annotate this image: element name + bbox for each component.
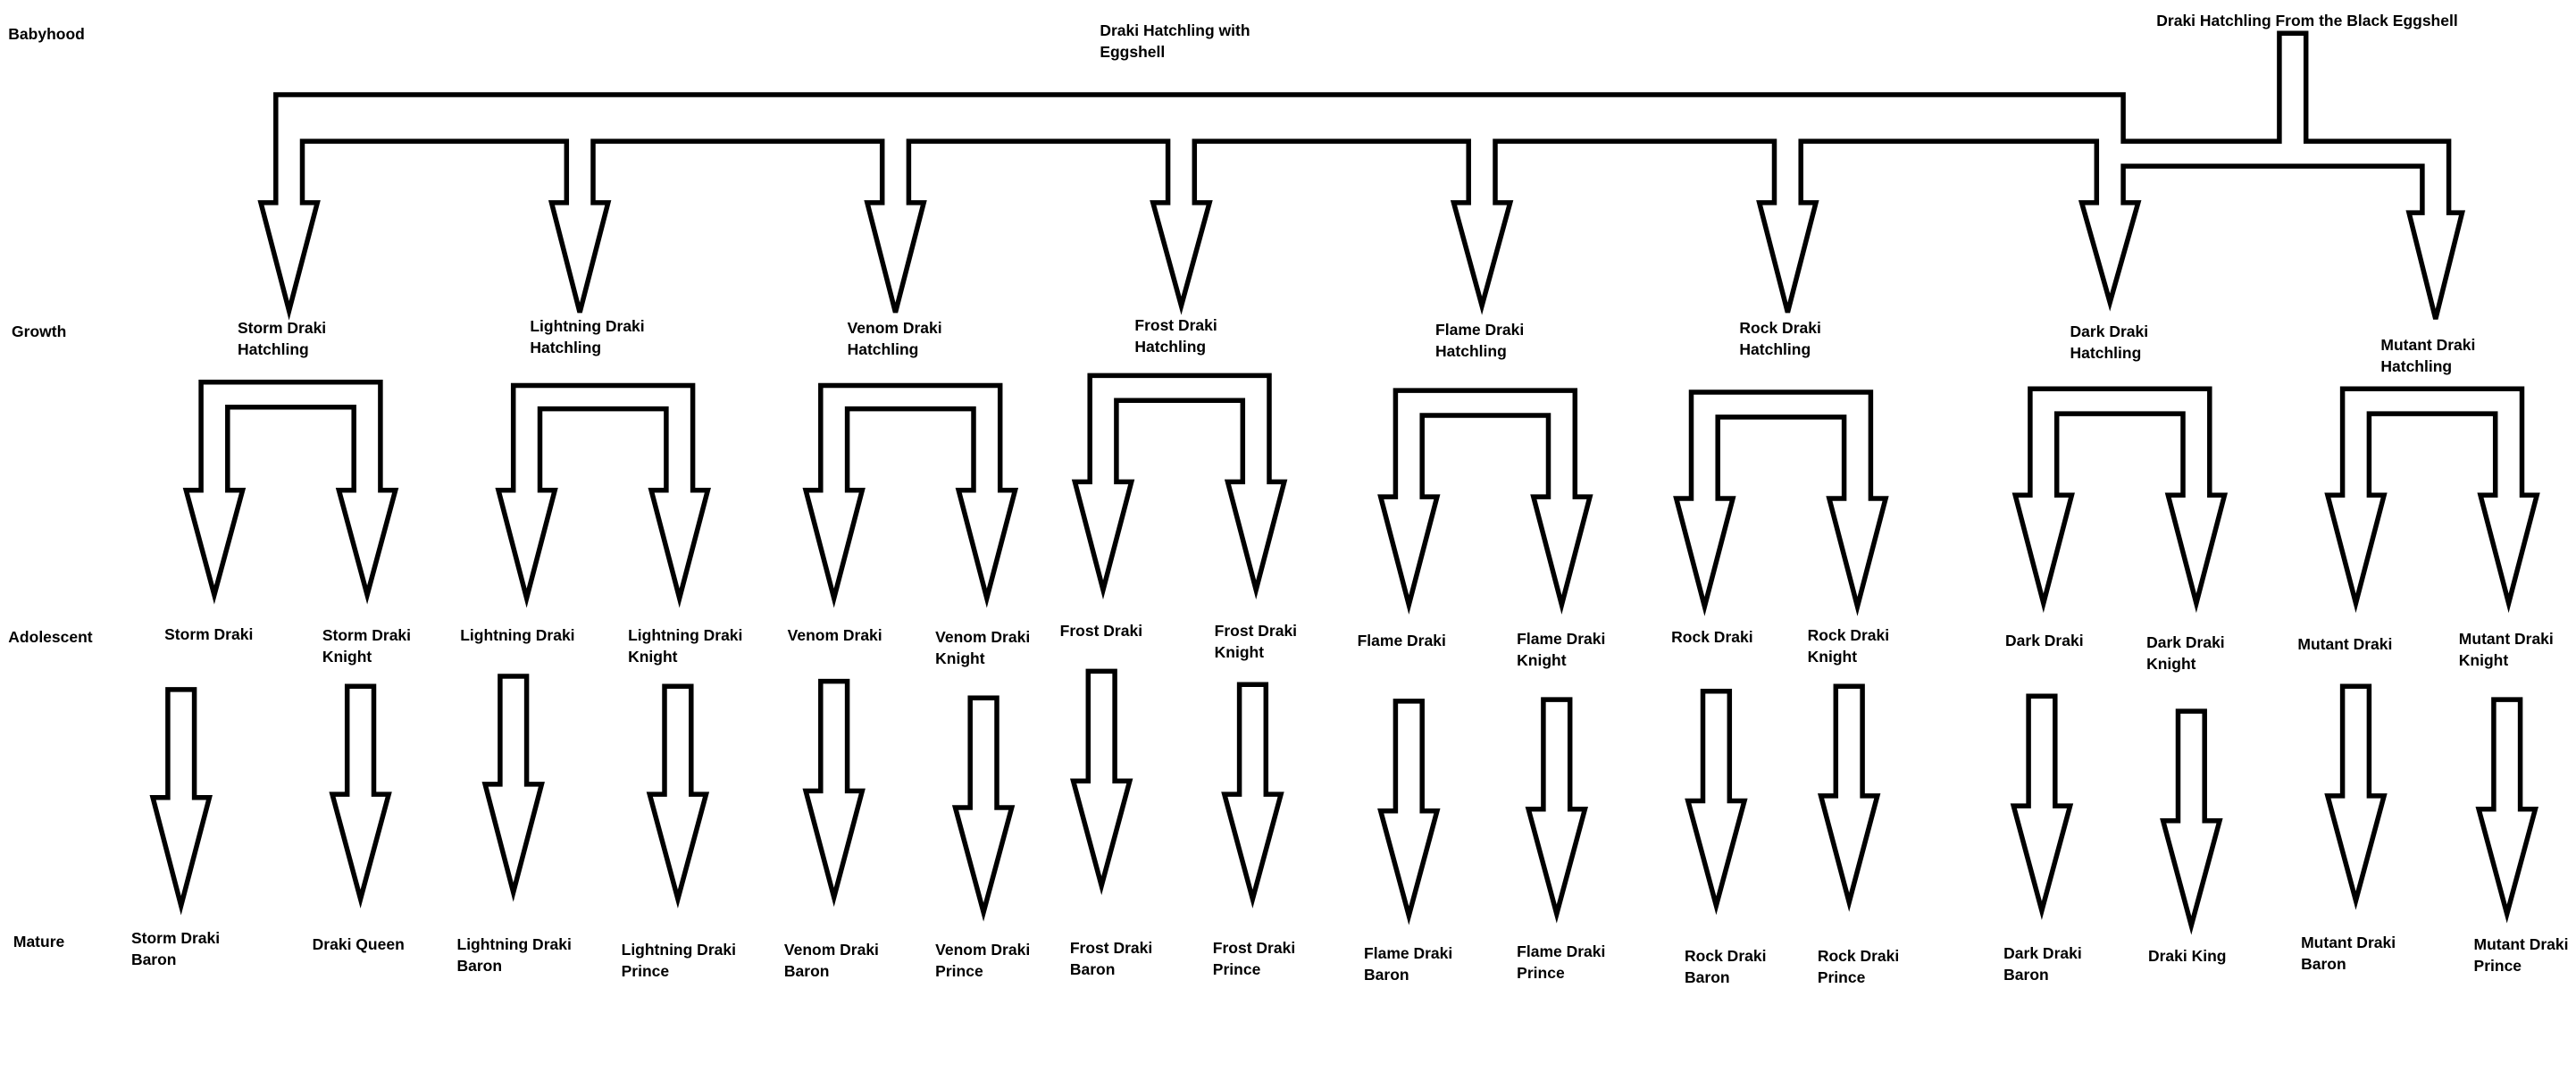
adolescent-label: Venom Draki Knight [935, 628, 1031, 668]
adolescent-label: Lightning Draki [460, 626, 575, 645]
mature-label: Lightning Draki Prince [621, 940, 736, 980]
mature-label: Mutant Draki Baron [2301, 934, 2396, 974]
mature-label: Draki Queen [312, 935, 405, 954]
evolution-arrow-12 [2010, 693, 2074, 920]
growth-fork-2 [802, 382, 1019, 608]
adolescent-label: Dark Draki Knight [2146, 632, 2225, 673]
evolution-arrow-8 [1377, 699, 1441, 925]
stage-label: Mature [13, 932, 65, 951]
growth-fork-4 [1377, 388, 1593, 615]
adolescent-label: Frost Draki [1059, 621, 1143, 640]
growth-label: Storm Draki Hatchling [237, 319, 327, 359]
growth-label: Flame Draki Hatchling [1435, 321, 1525, 361]
growth-label: Dark Draki Hatchling [2070, 322, 2149, 362]
root-label-black-eggshell: Draki Hatchling From the Black Eggshell [2156, 12, 2458, 30]
growth-fork-6 [2011, 386, 2229, 614]
evolution-arrow-11 [1818, 683, 1881, 912]
growth-label: Venom Draki Hatchling [847, 319, 942, 359]
evolution-arrow-3 [646, 683, 710, 909]
stage-label: Adolescent [8, 628, 93, 647]
mature-label: Rock Draki Baron [1685, 947, 1767, 987]
growth-label: Frost Draki Hatchling [1134, 315, 1217, 356]
adolescent-label: Mutant Draki [2297, 634, 2393, 653]
adolescent-label: Venom Draki [787, 626, 882, 645]
adolescent-label: Dark Draki [2005, 631, 2084, 649]
adolescent-label: Frost Draki Knight [1214, 621, 1298, 661]
growth-label: Mutant Draki Hatchling [2380, 335, 2476, 375]
mature-label: Mutant Draki Prince [2473, 935, 2569, 976]
mature-label: Flame Draki Baron [1364, 943, 1453, 984]
mature-label: Draki King [2147, 947, 2227, 966]
evolution-arrow-2 [481, 674, 545, 902]
evolution-arrow-10 [1685, 689, 1748, 916]
growth-label: Rock Draki Hatchling [1739, 319, 1821, 359]
evolution-arrow-9 [1525, 697, 1588, 924]
root-branches [257, 30, 2466, 321]
mature-label: Dark Draki Baron [2003, 943, 2082, 984]
evolution-arrow-6 [1070, 668, 1133, 895]
evolution-arrow-5 [951, 695, 1016, 922]
adolescent-label: Rock Draki Knight [1807, 626, 1890, 666]
adolescent-label: Lightning Draki Knight [628, 626, 743, 666]
adolescent-label: Rock Draki [1671, 628, 1753, 647]
root-label-main: Draki Hatchling with Eggshell [1100, 21, 1250, 62]
mature-label: Rock Draki Prince [1817, 947, 1900, 987]
mature-label: Storm Draki Baron [130, 928, 221, 968]
adolescent-label: Flame Draki Knight [1517, 630, 1606, 670]
mature-label: Frost Draki Prince [1212, 939, 1296, 979]
stage-label: Growth [12, 322, 67, 340]
growth-fork-7 [2324, 386, 2540, 614]
mature-label: Venom Draki Baron [783, 940, 879, 980]
growth-fork-3 [1071, 373, 1288, 600]
adolescent-label: Flame Draki [1357, 631, 1446, 649]
evolution-arrow-0 [149, 687, 213, 916]
evolution-arrow-1 [329, 683, 392, 909]
growth-fork-5 [1673, 389, 1889, 616]
evolution-arrow-7 [1221, 682, 1284, 909]
growth-label: Lightning Draki Hatchling [530, 317, 645, 357]
mature-label: Frost Draki Baron [1069, 939, 1153, 979]
adolescent-label: Storm Draki Knight [322, 626, 412, 666]
evolution-arrow-14 [2324, 683, 2388, 910]
growth-fork-1 [495, 382, 711, 608]
evolution-arrow-15 [2475, 697, 2538, 924]
evolution-arrow-13 [2160, 708, 2223, 935]
stage-label: Babyhood [8, 25, 85, 44]
evolution-arrow-4 [802, 678, 866, 908]
adolescent-label: Storm Draki [164, 624, 254, 643]
growth-fork-0 [182, 380, 399, 605]
adolescent-label: Mutant Draki Knight [2458, 630, 2554, 670]
mature-label: Lightning Draki Baron [456, 935, 572, 976]
mature-label: Flame Draki Prince [1517, 942, 1606, 982]
mature-label: Venom Draki Prince [935, 940, 1031, 980]
